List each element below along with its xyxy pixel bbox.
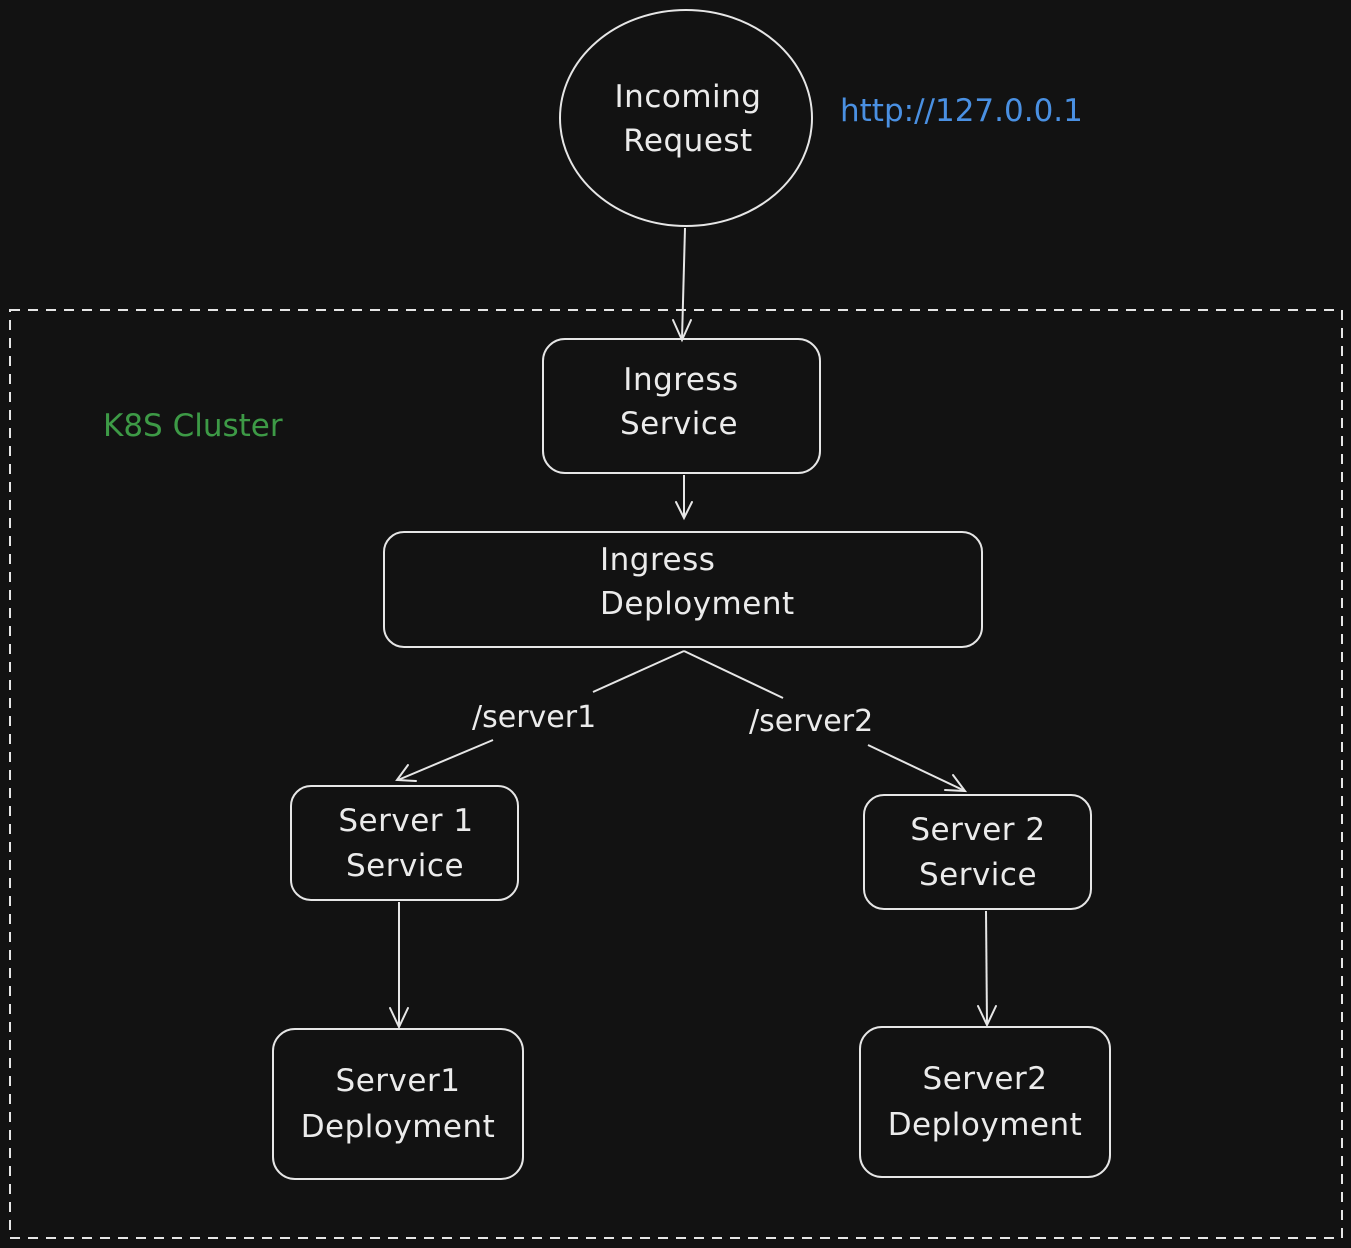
cluster-boundary bbox=[9, 309, 1343, 1239]
edge-arrowhead bbox=[977, 1005, 997, 1028]
server1-deployment-node[interactable]: Server1 Deployment bbox=[272, 1028, 524, 1180]
incoming-request-label-line1: Incoming bbox=[615, 79, 762, 115]
edge-arrowhead bbox=[395, 764, 417, 782]
edge-line bbox=[683, 650, 784, 699]
edge-line bbox=[985, 910, 988, 1026]
ingress-service-node[interactable]: Ingress Service bbox=[542, 338, 821, 474]
incoming-request-shape bbox=[559, 9, 813, 227]
server1-service-label-line2: Service bbox=[346, 848, 464, 884]
incoming-request-label-line2: Request bbox=[623, 123, 752, 159]
server1-deployment-label-line1: Server1 bbox=[336, 1063, 461, 1099]
incoming-request-node[interactable]: Incoming Request bbox=[559, 9, 813, 227]
edge-ingress-to-server2-service: /server2 bbox=[683, 650, 968, 793]
server1-service-label-line1: Server 1 bbox=[338, 803, 473, 839]
edge-server2-service-to-deployment bbox=[977, 910, 997, 1028]
server2-deployment-node[interactable]: Server2 Deployment bbox=[859, 1026, 1111, 1178]
edge-ingress-to-server1-service: /server1 bbox=[395, 650, 685, 782]
edge-ingress-service-to-deployment bbox=[675, 475, 693, 521]
edge-line bbox=[397, 739, 494, 781]
edge-arrowhead bbox=[944, 774, 968, 793]
server2-service-node[interactable]: Server 2 Service bbox=[863, 794, 1092, 910]
edge-server1-service-to-deployment bbox=[389, 902, 409, 1030]
edge-line bbox=[592, 650, 685, 693]
edge-label-server2: /server2 bbox=[749, 704, 873, 739]
ingress-deployment-node[interactable]: Ingress Deployment bbox=[383, 531, 983, 648]
server1-deployment-label-line2: Deployment bbox=[301, 1109, 496, 1145]
server1-deployment-shape bbox=[272, 1028, 524, 1180]
url-label: http://127.0.0.1 bbox=[840, 93, 1083, 129]
server2-service-shape bbox=[863, 794, 1092, 910]
ingress-deployment-label-line2: Deployment bbox=[600, 586, 795, 622]
server2-deployment-shape bbox=[859, 1026, 1111, 1178]
ingress-deployment-label-line1: Ingress bbox=[600, 542, 715, 578]
cluster-label: K8S Cluster bbox=[103, 408, 283, 444]
edge-line bbox=[681, 227, 686, 340]
edge-arrowhead bbox=[389, 1007, 409, 1030]
edge-label-server1: /server1 bbox=[472, 700, 596, 735]
ingress-deployment-shape bbox=[383, 531, 983, 648]
ingress-service-label-line1: Ingress bbox=[623, 362, 738, 398]
server1-service-shape bbox=[290, 785, 519, 901]
edge-arrowhead bbox=[672, 319, 692, 343]
server2-service-label-line2: Service bbox=[919, 857, 1037, 893]
server2-deployment-label-line1: Server2 bbox=[923, 1061, 1048, 1097]
edge-arrowhead bbox=[675, 501, 693, 521]
edge-line bbox=[867, 744, 966, 792]
edge-incoming-to-ingress-service bbox=[672, 227, 692, 343]
server2-service-label-line1: Server 2 bbox=[910, 812, 1045, 848]
server2-deployment-label-line2: Deployment bbox=[888, 1107, 1083, 1143]
ingress-service-label-line2: Service bbox=[620, 406, 738, 442]
server1-service-node[interactable]: Server 1 Service bbox=[290, 785, 519, 901]
